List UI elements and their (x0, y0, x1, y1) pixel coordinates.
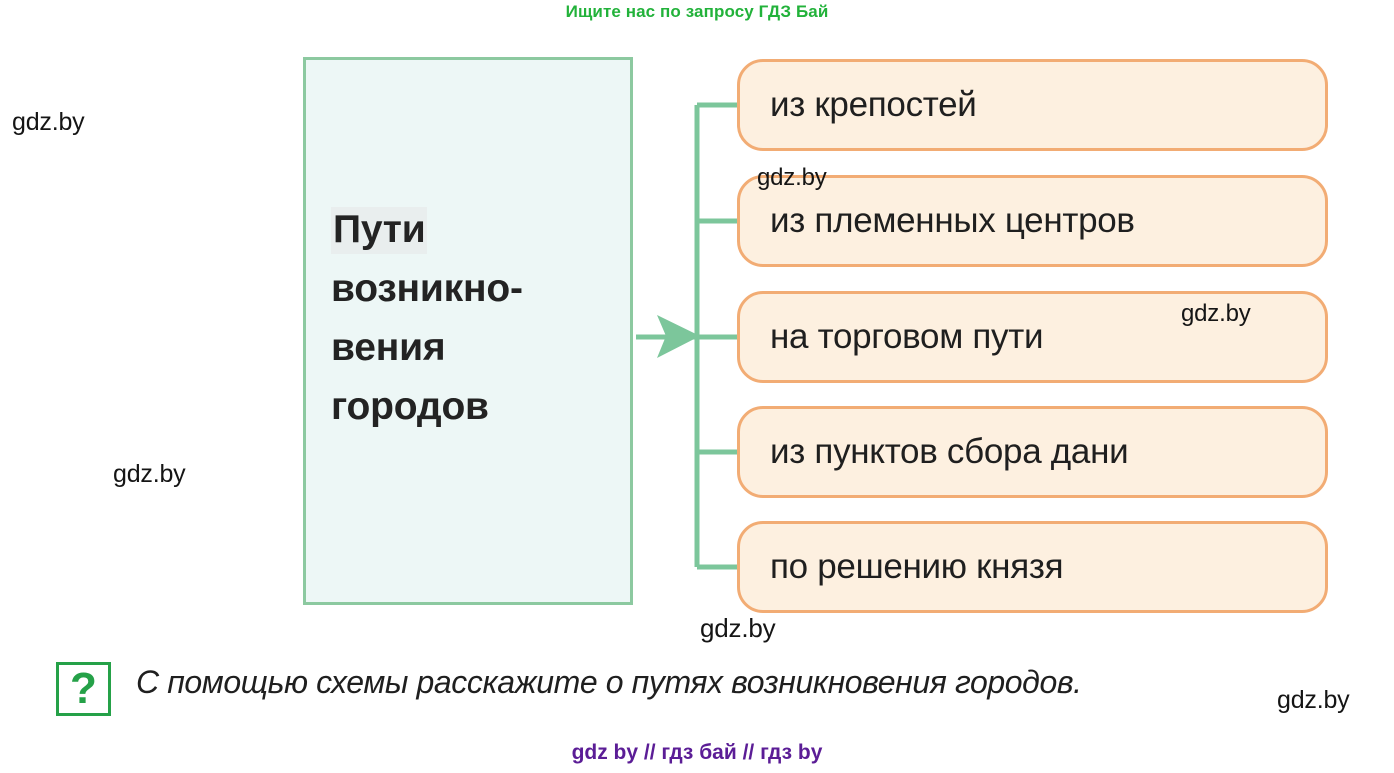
root-concept-box: Пути возникно- вения городов (303, 57, 633, 605)
watermark-5: gdz.by (700, 613, 776, 643)
branch-label-4: из пунктов сбора дани (770, 432, 1129, 471)
root-concept-line-1: Пути (331, 207, 428, 254)
watermark-3: gdz.by (757, 164, 827, 191)
branch-box-1: из крепостей (737, 59, 1328, 151)
root-concept-line-2: возникно- (331, 267, 523, 310)
branch-box-5: по решению князя (737, 521, 1328, 613)
branch-box-4: из пунктов сбора дани (737, 406, 1328, 498)
watermark-2: gdz.by (113, 460, 186, 488)
question-mark-icon: ? (56, 662, 111, 716)
footer-text: gdz by // гдз бай // гдз by (571, 741, 823, 764)
root-concept-label: Пути возникно- вения городов (331, 200, 621, 436)
root-concept-line-4: городов (331, 385, 489, 428)
branch-box-2: из племенных центров (737, 175, 1328, 267)
watermark-1: gdz.by (12, 108, 85, 136)
question-mark-glyph: ? (70, 664, 97, 713)
root-concept-line-3: вения (331, 326, 446, 369)
watermark-6: gdz.by (1277, 686, 1350, 714)
branch-label-1: из крепостей (770, 85, 977, 124)
promo-banner-text: Ищите нас по запросу ГДЗ Бай (565, 2, 829, 21)
arrow-head-icon (657, 315, 700, 358)
branch-box-3: на торговом пути (737, 291, 1328, 383)
branch-label-2: из племенных центров (770, 201, 1135, 240)
watermark-4: gdz.by (1181, 300, 1251, 327)
question-prompt-text: С помощью схемы расскажите о путях возни… (136, 664, 1082, 700)
branch-label-5: по решению князя (770, 547, 1064, 586)
branch-label-3: на торговом пути (770, 317, 1044, 356)
